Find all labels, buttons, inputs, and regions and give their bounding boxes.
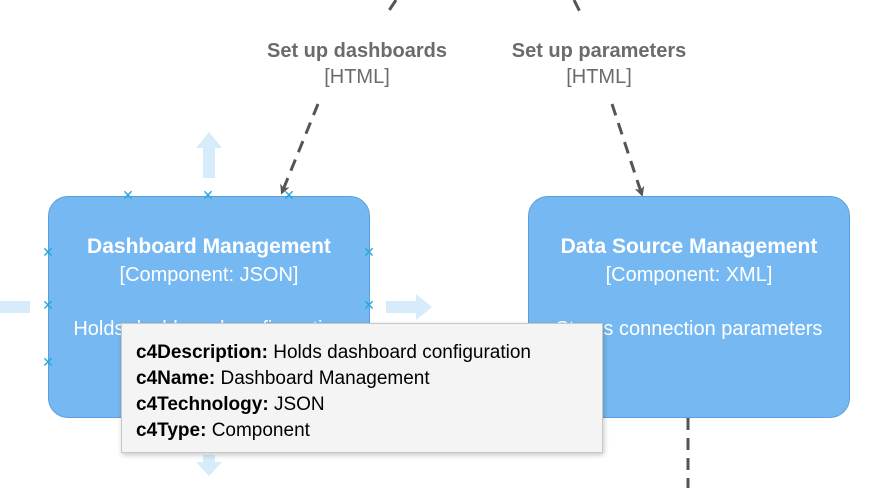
tooltip-value: Component [211,420,310,441]
node-description: Stores connection parameters [555,318,823,340]
edge-set-up-parameters-segment-top[interactable] [572,0,582,13]
x-marker-icon[interactable]: ✕ [363,245,375,261]
edge-set-up-dashboards-segment-top[interactable] [386,0,398,13]
node-title: Data Source Management [560,235,818,258]
node-technology: [Component: XML] [605,264,773,286]
tooltip-row-technology: c4Technology: JSON [136,392,602,418]
tooltip-value: JSON [273,394,325,415]
edge-set-up-dashboards-segment-bottom[interactable] [280,103,320,195]
tooltip-value: Holds dashboard configuration [273,342,531,363]
x-marker-icon[interactable]: ✕ [42,298,54,314]
properties-tooltip: c4Description: Holds dashboard configura… [121,323,603,453]
edge-label-set-up-dashboards[interactable]: Set up dashboards [HTML] [248,38,466,90]
x-marker-icon[interactable]: ✕ [122,188,134,204]
edge-label-technology: [HTML] [566,66,632,88]
tooltip-row-description: c4Description: Holds dashboard configura… [136,340,602,366]
tooltip-key: c4Type: [136,420,207,441]
x-marker-icon[interactable]: ✕ [42,355,54,371]
edge-label-title: Set up dashboards [266,40,448,62]
edge-label-set-up-parameters[interactable]: Set up parameters [HTML] [490,38,708,90]
x-marker-icon[interactable]: ✕ [283,188,295,204]
node-title: Dashboard Management [87,235,331,258]
edge-set-up-parameters-segment-bottom[interactable] [610,103,645,197]
hover-arrow-icon-up[interactable] [196,132,222,178]
edge-label-title: Set up parameters [511,40,687,62]
tooltip-row-type: c4Type: Component [136,418,602,444]
x-marker-icon[interactable]: ✕ [42,245,54,261]
hover-arrow-icon-down[interactable] [196,455,222,476]
tooltip-key: c4Technology: [136,394,269,415]
tooltip-row-name: c4Name: Dashboard Management [136,366,602,392]
node-technology: [Component: JSON] [119,264,299,286]
tooltip-key: c4Name: [136,368,216,389]
tooltip-value: Dashboard Management [220,368,430,389]
x-marker-icon[interactable]: ✕ [363,298,375,314]
hover-arrow-icon-right[interactable] [386,294,432,320]
x-marker-icon[interactable]: ✕ [202,188,214,204]
edge-label-technology: [HTML] [324,66,390,88]
hover-arrow-icon-left[interactable] [0,301,30,313]
tooltip-key: c4Description: [136,342,268,363]
